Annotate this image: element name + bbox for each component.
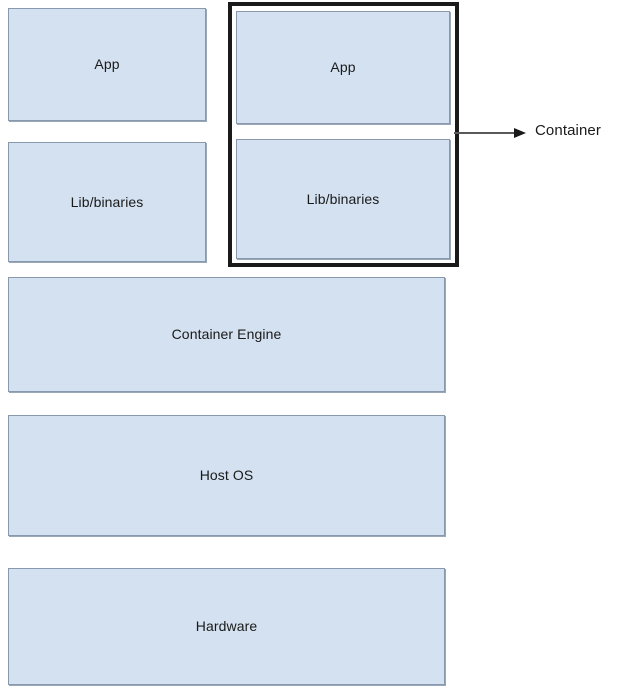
arrow-right-icon bbox=[454, 128, 526, 138]
box-app-container: App bbox=[236, 11, 450, 124]
box-host-os: Host OS bbox=[8, 415, 445, 536]
box-container-engine: Container Engine bbox=[8, 277, 445, 392]
container-annotation-label: Container bbox=[535, 122, 601, 139]
box-lib-binaries-left: Lib/binaries bbox=[8, 142, 206, 262]
box-lib-binaries-container: Lib/binaries bbox=[236, 139, 450, 259]
box-hardware: Hardware bbox=[8, 568, 445, 685]
box-app-left: App bbox=[8, 8, 206, 121]
